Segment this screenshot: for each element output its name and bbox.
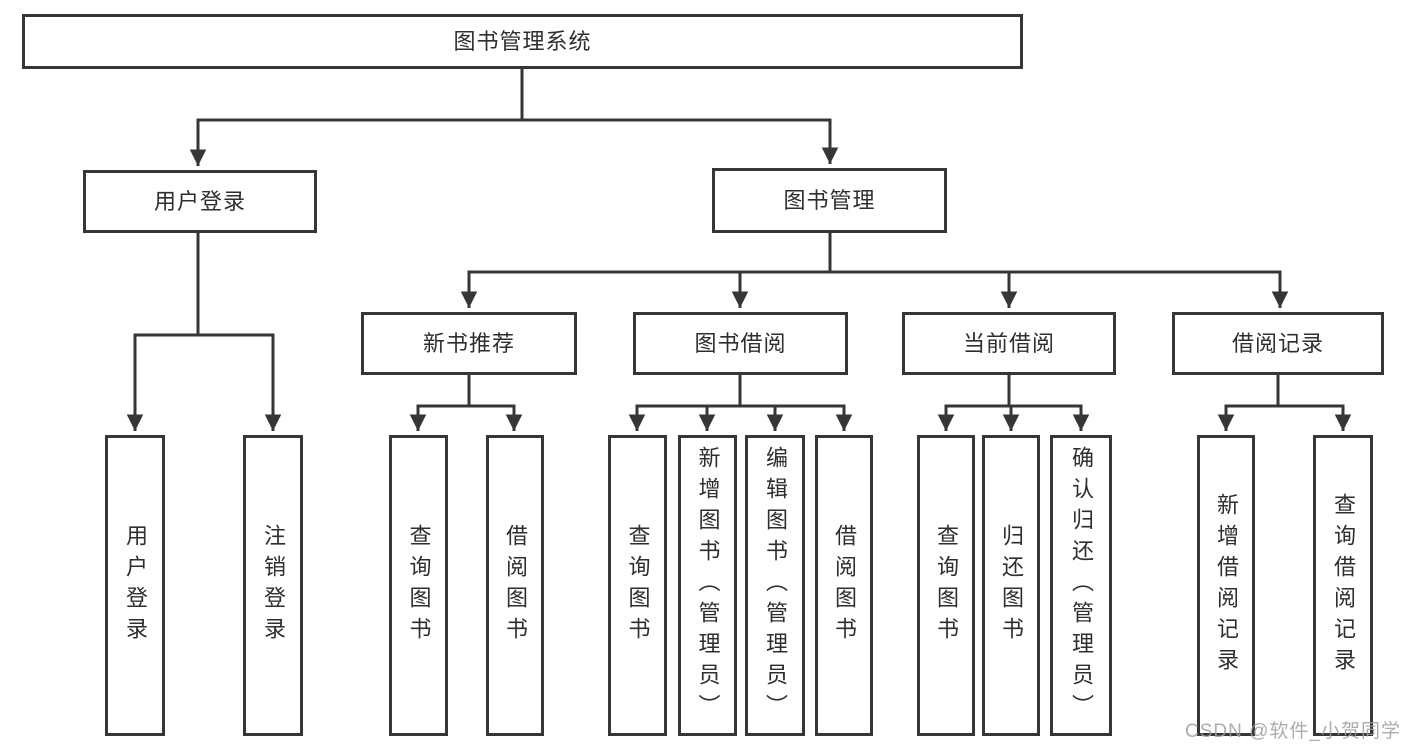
node-root-library-system: 图书管理系统 bbox=[22, 14, 1023, 69]
node-book-management: 图书管理 bbox=[712, 168, 947, 233]
csdn-watermark: CSDN @软件_小贺同学 bbox=[1185, 721, 1401, 742]
leaf-edit-books-admin: 编辑图书（管理员） bbox=[745, 435, 805, 736]
leaf-add-books-admin: 新增图书（管理员） bbox=[678, 435, 737, 736]
leaf-borrow-books: 借阅图书 bbox=[815, 435, 873, 736]
node-new-book-recommend: 新书推荐 bbox=[361, 312, 577, 375]
leaf-logout: 注销登录 bbox=[243, 435, 303, 736]
node-user-login: 用户登录 bbox=[83, 170, 317, 233]
leaf-confirm-return-admin: 确认归还（管理员） bbox=[1050, 435, 1112, 736]
leaf-user-login: 用户登录 bbox=[105, 435, 165, 736]
leaf-query-books: 查询图书 bbox=[389, 435, 448, 736]
leaf-borrow-books: 借阅图书 bbox=[486, 435, 544, 736]
node-current-borrowing: 当前借阅 bbox=[902, 312, 1116, 375]
leaf-return-books: 归还图书 bbox=[982, 435, 1040, 736]
leaf-query-books: 查询图书 bbox=[917, 435, 975, 736]
leaf-add-borrow-record: 新增借阅记录 bbox=[1197, 435, 1255, 736]
node-book-borrowing: 图书借阅 bbox=[633, 312, 848, 375]
leaf-query-borrow-record: 查询借阅记录 bbox=[1313, 435, 1373, 736]
leaf-query-books: 查询图书 bbox=[608, 435, 667, 736]
node-borrowing-records: 借阅记录 bbox=[1172, 312, 1384, 375]
